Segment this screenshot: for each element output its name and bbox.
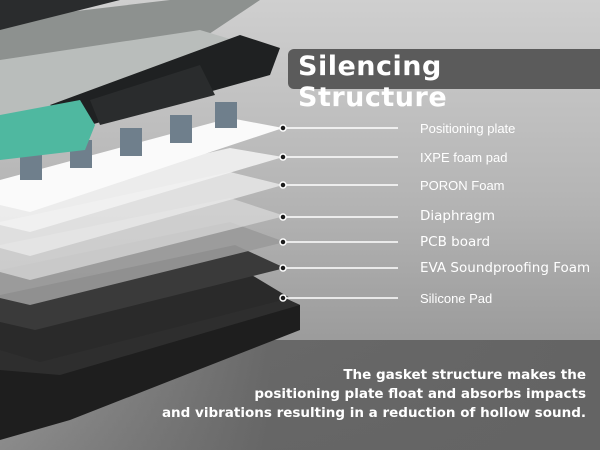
description-line: positioning plate float and absorbs impa… xyxy=(254,386,586,402)
layer-label-diaphragm: Diaphragm xyxy=(420,208,496,224)
keycap-accent xyxy=(0,100,95,160)
description-line: The gasket structure makes the xyxy=(343,367,586,383)
diaphragm-layer xyxy=(0,198,285,280)
pcb-layer xyxy=(0,222,285,305)
eva-foam-layer xyxy=(0,245,285,330)
silicone-pad-layer xyxy=(0,268,290,362)
layer-label-poron: PORON Foam xyxy=(420,178,505,193)
poron-layer xyxy=(0,172,283,256)
layer-label-positioning-plate: Positioning plate xyxy=(420,121,516,136)
description: The gasket structure makes the positioni… xyxy=(162,366,586,423)
positioning-plate-layer xyxy=(0,118,283,212)
ixpe-layer xyxy=(0,148,283,232)
layer-label-ixpe: IXPE foam pad xyxy=(420,150,508,165)
keycap-row-light xyxy=(0,30,250,115)
layer-label-eva: EVA Soundproofing Foam xyxy=(420,260,591,276)
layer-label-pcb: PCB board xyxy=(420,234,491,250)
description-line: and vibrations resulting in a reduction … xyxy=(161,405,586,421)
layer-label-silicone: Silicone Pad xyxy=(420,291,493,306)
page-title: Silencing Structure xyxy=(298,51,448,113)
title-banner xyxy=(288,49,600,89)
